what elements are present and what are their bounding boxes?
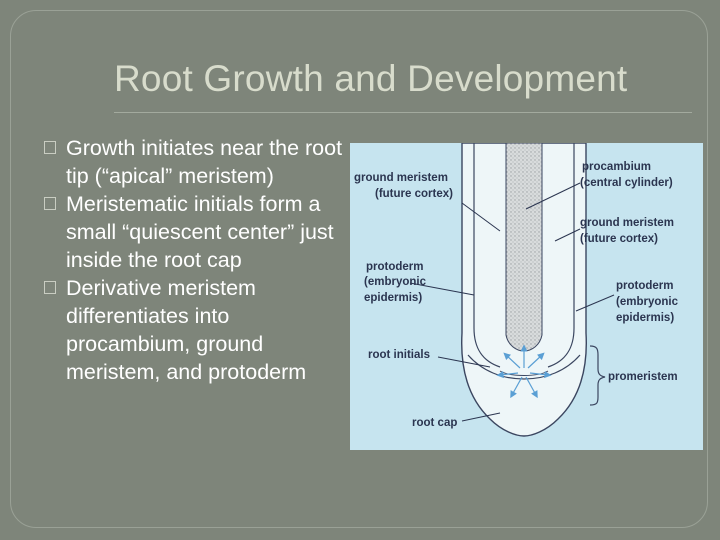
label-protoderm-right: protoderm	[616, 280, 674, 292]
protoderm-layer	[473, 143, 501, 368]
label-ground-meristem-right-sub: (future cortex)	[580, 233, 658, 245]
label-ground-meristem-left: ground meristem	[354, 172, 448, 184]
protoderm-layer	[547, 143, 575, 368]
label-root-initials: root initials	[368, 349, 430, 361]
label-promeristem: promeristem	[608, 371, 678, 383]
bullet-text: Derivative meristem differentiates into …	[66, 276, 307, 384]
bullet-text: Growth initiates near the root tip (“api…	[66, 136, 343, 188]
root-tip-diagram: ground meristem (future cortex) procambi…	[350, 143, 703, 450]
label-protoderm-right-sub2: epidermis)	[616, 312, 674, 324]
bullet-item: Derivative meristem differentiates into …	[44, 274, 354, 386]
bullet-list: Growth initiates near the root tip (“api…	[44, 134, 354, 386]
label-protoderm-left-sub: (embryonic	[364, 276, 427, 288]
label-protoderm-left: protoderm	[366, 261, 424, 273]
label-procambium: procambium	[582, 161, 651, 173]
bullet-text: Meristematic initials form a small “quie…	[66, 192, 334, 272]
label-protoderm-right-sub: (embryonic	[616, 296, 679, 308]
bullet-box-icon	[44, 141, 56, 154]
label-protoderm-left-sub2: epidermis)	[364, 292, 422, 304]
slide-frame	[10, 10, 708, 528]
label-pointers	[409, 182, 615, 422]
slide-title: Root Growth and Development	[114, 58, 628, 99]
promeristem-brace	[589, 345, 606, 406]
title-underline	[114, 112, 692, 113]
growth-arrows	[496, 344, 552, 399]
bullet-box-icon	[44, 197, 56, 210]
root-cap-boundary	[467, 354, 581, 380]
procambium-column	[505, 143, 543, 352]
label-ground-meristem-left-sub: (future cortex)	[375, 188, 453, 200]
label-ground-meristem-right: ground meristem	[580, 217, 674, 229]
label-procambium-sub: (central cylinder)	[580, 177, 673, 189]
label-root-cap: root cap	[412, 417, 457, 429]
bullet-item: Growth initiates near the root tip (“api…	[44, 134, 354, 190]
bullet-box-icon	[44, 281, 56, 294]
bullet-item: Meristematic initials form a small “quie…	[44, 190, 354, 274]
